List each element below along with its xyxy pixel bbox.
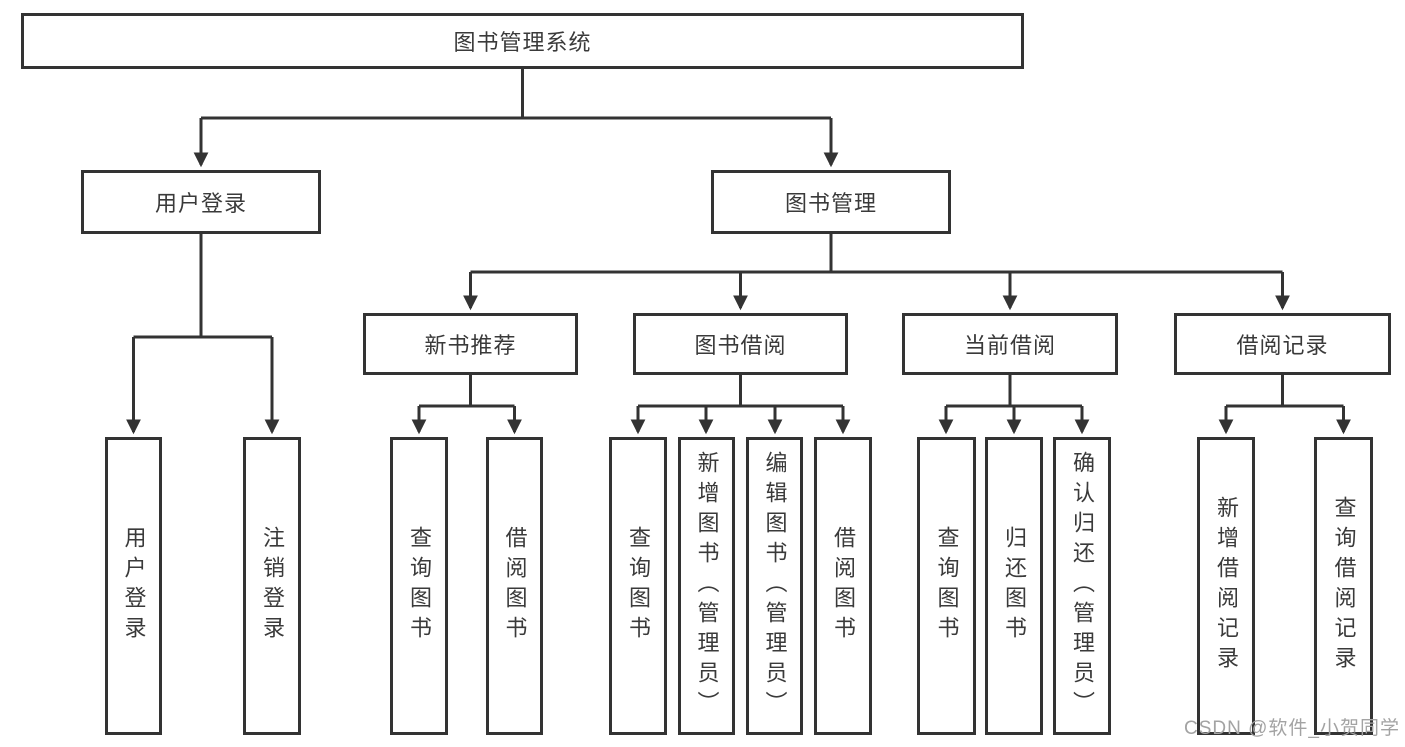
node-borrow-records: 借阅记录	[1174, 313, 1391, 375]
csdn-watermark: CSDN @软件_小贺同学	[1184, 718, 1400, 739]
node-book-management: 图书管理	[711, 170, 951, 234]
leaf-logout-label: 注销登录	[260, 526, 285, 646]
leaf-cb-return-books-label: 归还图书	[1002, 526, 1027, 646]
leaf-user-login-label: 用户登录	[121, 526, 147, 646]
leaf-cb-query-books-label: 查询图书	[934, 526, 960, 646]
leaf-logout: 注销登录	[243, 437, 301, 735]
leaf-bb-add-books-admin-label: 新增图书（管理员）	[694, 451, 720, 721]
leaf-bb-query-books: 查询图书	[609, 437, 667, 735]
leaf-nbr-query-books: 查询图书	[390, 437, 448, 735]
leaf-cb-query-books: 查询图书	[917, 437, 976, 735]
leaf-cb-return-books: 归还图书	[985, 437, 1043, 735]
node-root-system: 图书管理系统	[21, 13, 1024, 69]
leaf-bb-edit-books-admin: 编辑图书（管理员）	[746, 437, 803, 735]
leaf-nbr-borrow-books-label: 借阅图书	[502, 526, 528, 646]
node-current-borrow: 当前借阅	[902, 313, 1118, 375]
leaf-br-query-borrow-record-label: 查询借阅记录	[1331, 496, 1357, 676]
leaf-cb-confirm-return-admin-label: 确认归还（管理员）	[1070, 451, 1095, 721]
leaf-bb-borrow-books-label: 借阅图书	[831, 526, 856, 646]
leaf-user-login: 用户登录	[105, 437, 162, 735]
node-book-borrow: 图书借阅	[633, 313, 848, 375]
leaf-cb-confirm-return-admin: 确认归还（管理员）	[1053, 437, 1111, 735]
leaf-bb-query-books-label: 查询图书	[626, 526, 651, 646]
leaf-bb-edit-books-admin-label: 编辑图书（管理员）	[762, 451, 788, 721]
leaf-nbr-query-books-label: 查询图书	[407, 526, 432, 646]
leaf-br-query-borrow-record: 查询借阅记录	[1314, 437, 1373, 735]
leaf-nbr-borrow-books: 借阅图书	[486, 437, 543, 735]
node-user-login: 用户登录	[81, 170, 321, 234]
leaf-bb-add-books-admin: 新增图书（管理员）	[678, 437, 735, 735]
node-new-book-recommend: 新书推荐	[363, 313, 578, 375]
leaf-br-add-borrow-record: 新增借阅记录	[1197, 437, 1255, 735]
leaf-br-add-borrow-record-label: 新增借阅记录	[1214, 496, 1239, 676]
leaf-bb-borrow-books: 借阅图书	[814, 437, 872, 735]
